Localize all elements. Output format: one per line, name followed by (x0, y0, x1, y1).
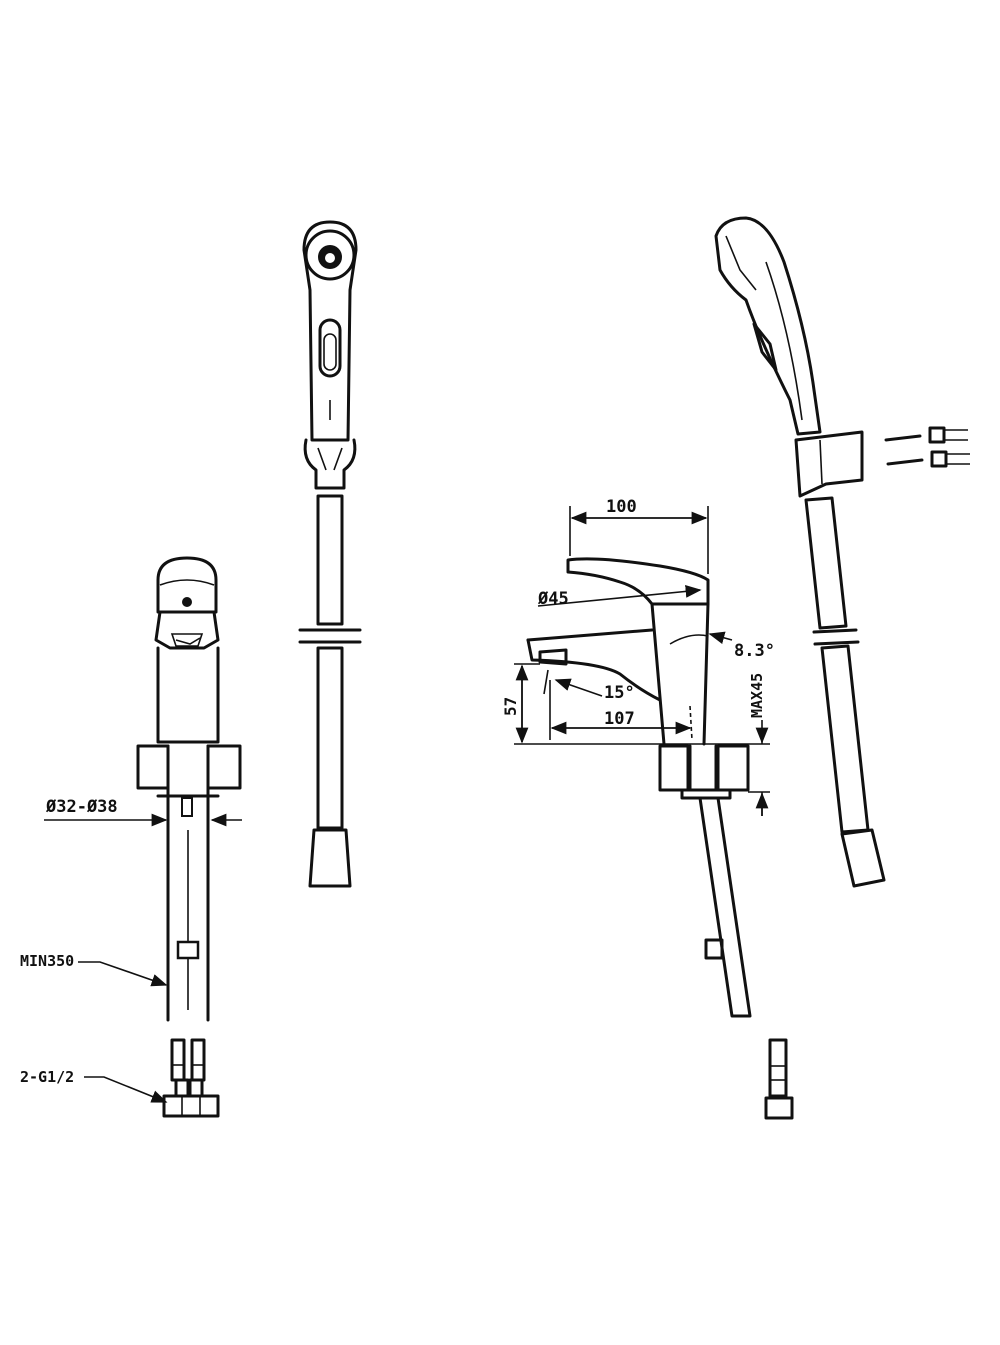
dimension-spout-height: 57 (501, 663, 770, 745)
dimension-spout-reach: 107 (549, 680, 693, 741)
mixer-side-view (526, 557, 794, 1120)
dimension-spout-angle: 15° (543, 669, 635, 703)
spout-reach-label: 107 (604, 709, 635, 729)
hole-diameter-label: Ø32-Ø38 (45, 797, 118, 817)
max-counter-thickness-label: MAX45 (748, 673, 766, 718)
hose-min-length-label: MIN350 (20, 952, 74, 970)
spout-height-label: 57 (501, 697, 520, 716)
connection-thread-label: 2-G1/2 (20, 1068, 74, 1086)
dimension-body-diameter: Ø45 (537, 585, 702, 609)
dimension-hole-diameter: Ø32-Ø38 (44, 797, 242, 827)
dimension-connection-thread: 2-G1/2 (20, 1068, 168, 1103)
spout-reach-top-label: 100 (606, 497, 637, 517)
handle-angle-label: 8.3° (734, 641, 775, 661)
body-diameter-label: Ø45 (537, 589, 569, 609)
dimension-hose-length: MIN350 (20, 952, 168, 987)
hand-shower-front-view (298, 220, 362, 888)
spout-angle-label: 15° (604, 683, 635, 703)
hand-shower-side-view (714, 216, 970, 888)
dimension-spout-reach-top: 100 (569, 497, 709, 574)
dimension-handle-angle: 8.3° (669, 631, 775, 661)
mixer-front-view (136, 556, 242, 1118)
dimension-max-counter-thickness: MAX45 (748, 673, 770, 816)
